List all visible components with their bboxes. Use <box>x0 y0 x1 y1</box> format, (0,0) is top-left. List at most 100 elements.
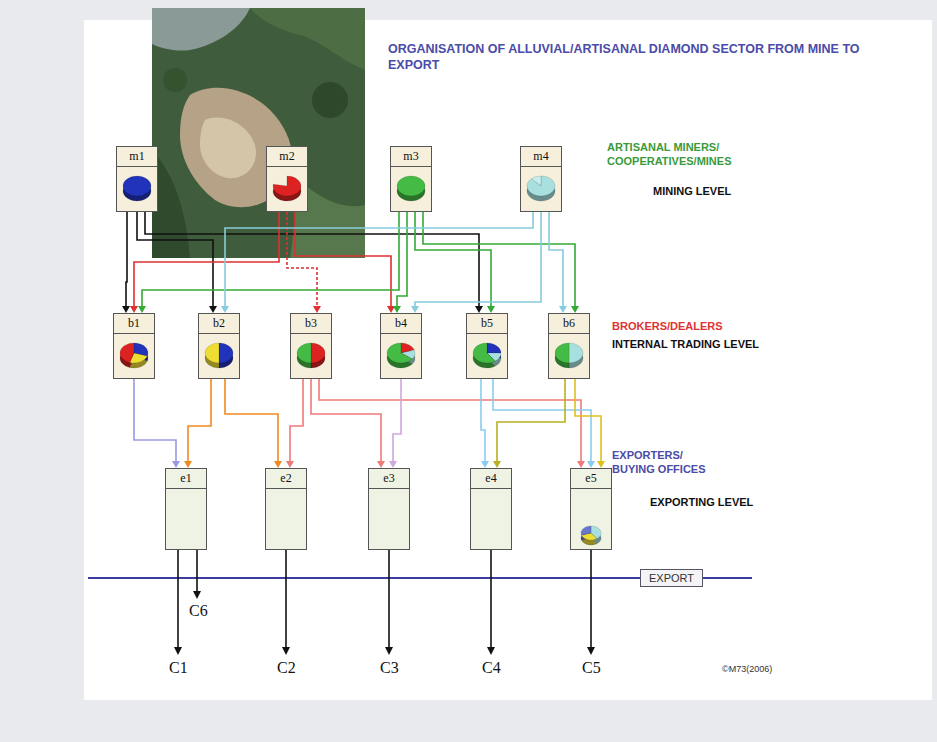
connector <box>184 379 211 468</box>
export-arrow <box>177 548 179 648</box>
arrowhead <box>571 306 579 313</box>
arrowhead <box>286 461 294 468</box>
diagram-title: ORGANISATION OF ALLUVIAL/ARTISANAL DIAMO… <box>388 42 868 73</box>
connector <box>411 212 541 313</box>
node-label: e2 <box>280 471 291 486</box>
level-name: EXPORTING LEVEL <box>650 496 753 510</box>
arrowhead <box>587 461 595 468</box>
connector-line <box>393 379 401 462</box>
connector <box>481 379 489 468</box>
country-code: C4 <box>482 658 501 678</box>
arrowhead <box>130 306 138 313</box>
pie-chart <box>391 167 431 211</box>
arrowhead <box>487 647 495 655</box>
photo-forest <box>250 8 365 70</box>
node-label: b1 <box>128 316 140 331</box>
arrowhead <box>577 461 585 468</box>
arrowhead <box>313 306 321 313</box>
node-body <box>369 489 409 549</box>
photo-tree <box>312 82 348 118</box>
photo-sand <box>200 118 256 179</box>
node-label: m2 <box>279 149 294 164</box>
pie-slice <box>569 343 583 363</box>
exporter-box: e3 <box>368 468 410 550</box>
connector-line <box>423 212 575 307</box>
photo-ground <box>152 8 365 258</box>
connector <box>286 379 303 468</box>
level-name: INTERNAL TRADING LEVEL <box>612 338 759 352</box>
connector <box>415 212 495 313</box>
arrowhead <box>389 461 397 468</box>
pie-chart <box>114 334 154 378</box>
node-label: e1 <box>180 471 191 486</box>
node-label: e4 <box>485 471 496 486</box>
export-arrow <box>388 548 390 648</box>
connector <box>393 212 407 313</box>
arrowhead <box>184 461 192 468</box>
level-name: MINING LEVEL <box>653 185 731 199</box>
node-label: e5 <box>585 471 596 486</box>
broker-box: b2 <box>198 313 240 379</box>
export-arrow <box>490 548 492 648</box>
arrowhead <box>597 461 605 468</box>
connector-line <box>295 212 391 307</box>
exporter-box: e2 <box>265 468 307 550</box>
country-code: C3 <box>380 658 399 678</box>
node-label-cell: e3 <box>369 469 409 489</box>
pie-slice <box>123 176 151 196</box>
broker-box: b4 <box>380 313 422 379</box>
pie-slice <box>297 343 311 363</box>
node-label-cell: m1 <box>117 147 157 167</box>
export-arrow <box>590 548 592 648</box>
connector <box>122 212 130 313</box>
export-text: EXPORT <box>649 572 694 584</box>
arrowhead <box>193 591 201 599</box>
connector-line <box>126 212 127 307</box>
level-heading: ARTISANAL MINERS/ COOPERATIVES/MINES <box>607 141 747 169</box>
aerial-photo <box>152 8 365 258</box>
pie-slice <box>219 343 233 363</box>
node-body <box>521 167 561 211</box>
connector-line <box>415 212 491 307</box>
arrowhead <box>559 306 567 313</box>
connector-line <box>225 212 533 307</box>
arrowhead <box>274 461 282 468</box>
node-body <box>199 334 239 378</box>
connector <box>493 379 565 468</box>
export-arrows <box>178 548 591 648</box>
node-label-cell: b3 <box>291 314 331 334</box>
arrowhead <box>411 306 419 313</box>
node-label-cell: m2 <box>267 147 307 167</box>
mine-box: m1 <box>116 146 158 212</box>
node-body <box>291 334 331 378</box>
node-body <box>117 167 157 211</box>
arrowhead <box>487 306 495 313</box>
pie-slice <box>487 343 501 353</box>
connector <box>225 379 282 468</box>
node-label: b5 <box>481 316 493 331</box>
photo-tree <box>163 68 187 92</box>
connector <box>575 379 605 468</box>
arrowhead <box>174 647 182 655</box>
pie-chart <box>549 334 589 378</box>
photo-water <box>152 8 250 51</box>
broker-box: b6 <box>548 313 590 379</box>
node-body <box>391 167 431 211</box>
node-label: e3 <box>383 471 394 486</box>
connector-line <box>134 379 176 462</box>
node-label-cell: b6 <box>549 314 589 334</box>
arrowhead <box>377 461 385 468</box>
export-arrowheads <box>174 591 595 655</box>
connector-line <box>287 212 317 307</box>
pie-chart <box>571 489 611 549</box>
export-arrow <box>196 548 198 592</box>
mine-box: m4 <box>520 146 562 212</box>
pie-slice <box>555 343 569 363</box>
pie-chart <box>381 334 421 378</box>
connector-line <box>225 379 278 462</box>
node-label: b4 <box>395 316 407 331</box>
connector <box>423 212 579 313</box>
connector-line <box>415 212 541 307</box>
pie-slice <box>120 343 134 363</box>
node-body <box>381 334 421 378</box>
